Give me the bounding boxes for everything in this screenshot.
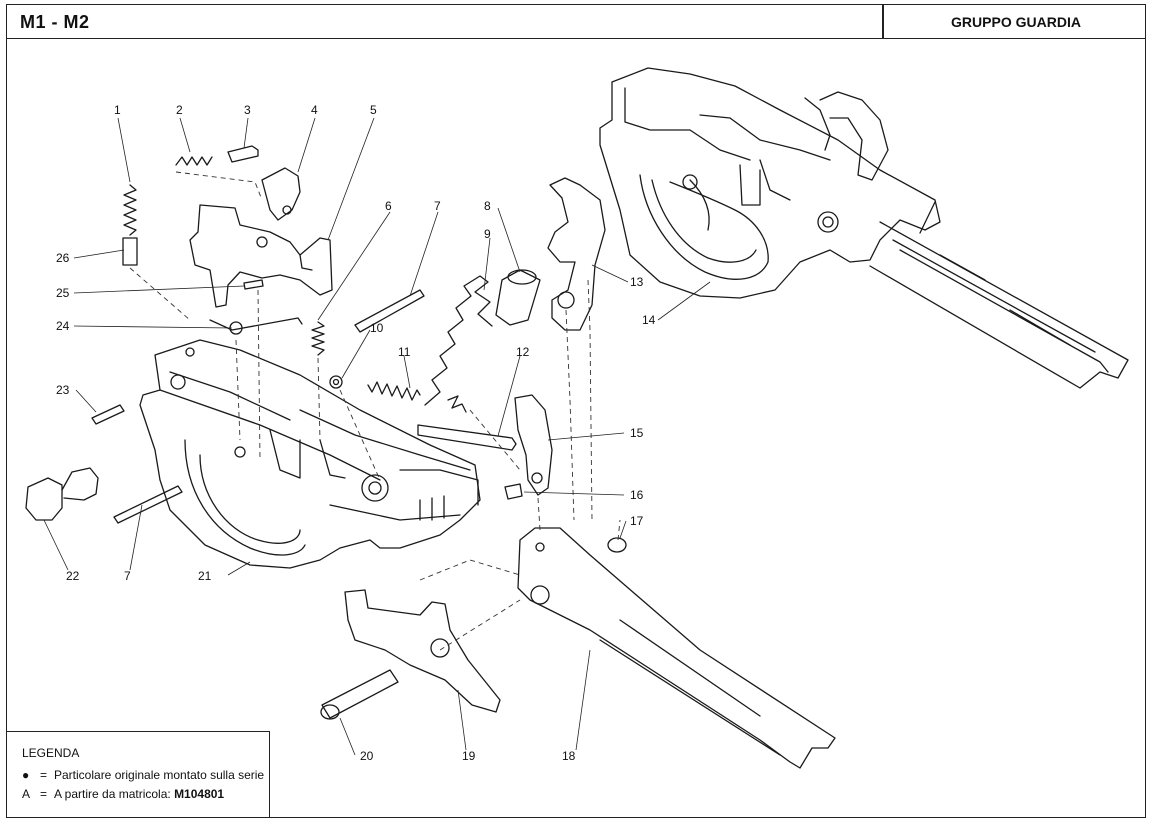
callout-numbers: 1 2 3 4 5 6 7 8 9 10 11 12 13 14 15 16 1… (56, 103, 656, 763)
callout-25: 25 (56, 286, 70, 300)
legend-box: LEGENDA ● = Particolare originale montat… (6, 731, 270, 818)
callout-10: 10 (370, 321, 384, 335)
title-block: M1 - M2 GRUPPO GUARDIA (6, 4, 1146, 39)
wire-spring-24 (209, 317, 303, 331)
callout-14: 14 (642, 313, 656, 327)
pin-7-upper (354, 289, 425, 333)
pin-25 (243, 279, 264, 290)
callout-2: 2 (176, 103, 183, 117)
callout-6: 6 (385, 199, 392, 213)
hook-13 (547, 177, 606, 331)
tang-plate-18 (517, 527, 836, 769)
spring-2 (175, 156, 213, 166)
plate-19 (344, 589, 501, 713)
callout-20: 20 (360, 749, 374, 763)
legend-equals: = (40, 787, 48, 801)
callout-8: 8 (484, 199, 491, 213)
legend-a-symbol: A (22, 787, 31, 801)
callout-13: 13 (630, 275, 644, 289)
spring-6 (311, 321, 325, 356)
legend-title: LEGENDA (22, 746, 80, 760)
callout-1: 1 (114, 103, 121, 117)
trigger-15 (514, 394, 553, 496)
callout-7b: 7 (124, 569, 131, 583)
legend-text-plain: A partire da matricola: (54, 787, 175, 801)
callout-15: 15 (630, 426, 644, 440)
pin-3 (227, 145, 259, 163)
callout-26: 26 (56, 251, 70, 265)
callout-9: 9 (484, 227, 491, 241)
callout-5: 5 (370, 103, 377, 117)
callout-24: 24 (56, 319, 70, 333)
assembled-trigger-guard (599, 67, 1129, 389)
callout-19: 19 (462, 749, 476, 763)
trigger-guard-housing (139, 339, 481, 569)
spring-1 (123, 184, 137, 236)
legend-equals: = (40, 768, 48, 782)
callout-12: 12 (516, 345, 530, 359)
sear-part (261, 167, 301, 221)
legend-dot-symbol: ● (22, 768, 30, 782)
group-label: GRUPPO GUARDIA (951, 14, 1081, 30)
callout-22: 22 (66, 569, 80, 583)
spring-11 (367, 381, 421, 401)
washer-10 (329, 375, 343, 389)
pin-12 (417, 424, 517, 451)
legend-text: Particolare originale montato sulla seri… (54, 768, 265, 782)
callout-4: 4 (311, 103, 318, 117)
callout-23: 23 (56, 383, 70, 397)
pin-20 (321, 669, 399, 719)
callout-11: 11 (398, 345, 411, 359)
callout-17: 17 (630, 514, 644, 528)
pin-7-lower (113, 485, 183, 524)
legend-text: A partire da matricola: M104801 (54, 787, 224, 801)
pin-23 (91, 404, 125, 425)
legend-row: ● = Particolare originale montato sulla … (22, 768, 269, 782)
leader-lines (43, 117, 711, 756)
serial-number: M104801 (174, 787, 225, 801)
callout-3: 3 (244, 103, 251, 117)
legend-row: A = A partire da matricola: M104801 (22, 787, 269, 801)
knob-22 (25, 477, 63, 521)
callout-21: 21 (198, 569, 212, 583)
assembly-lines (129, 171, 621, 651)
title-divider (882, 4, 884, 39)
model-label: M1 - M2 (20, 12, 90, 32)
cylinder-8 (495, 269, 541, 326)
callout-16: 16 (630, 488, 644, 502)
callout-7a: 7 (434, 199, 441, 213)
plunger-26 (122, 237, 138, 266)
clip-17 (607, 537, 627, 553)
spring-9 (424, 275, 493, 406)
drawing-frame (6, 4, 1146, 818)
hammer-part (189, 204, 333, 308)
callout-18: 18 (562, 749, 576, 763)
pin-16 (504, 483, 523, 500)
